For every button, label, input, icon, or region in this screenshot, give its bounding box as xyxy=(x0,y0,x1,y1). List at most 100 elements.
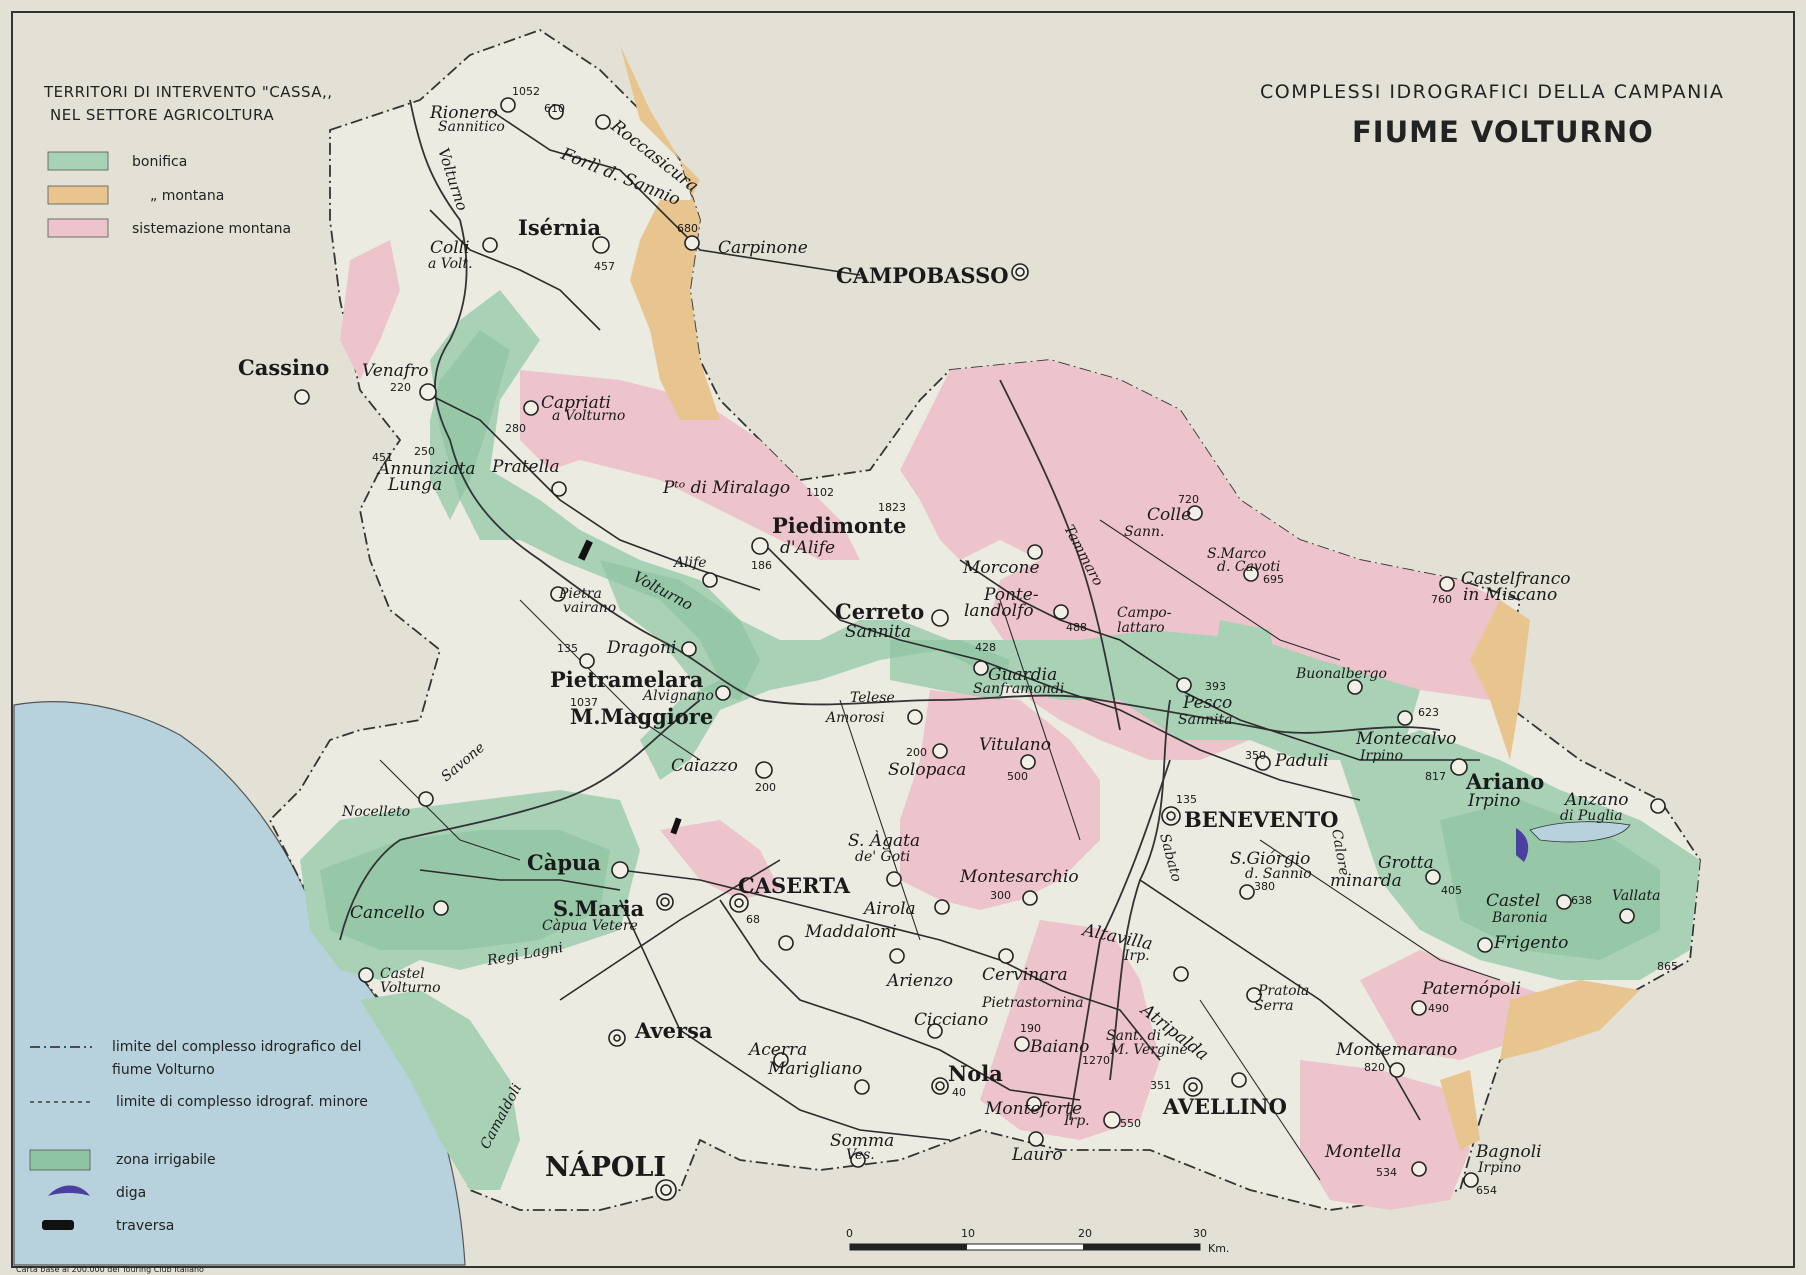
elevation: 457 xyxy=(594,260,615,273)
elevation: 500 xyxy=(1007,770,1028,783)
place-label: NÁPOLI xyxy=(545,1150,666,1183)
elevation: 1823 xyxy=(878,501,906,514)
place-label: d'Alife xyxy=(780,538,835,558)
place-label: a Volt. xyxy=(428,256,473,272)
zone-bonifica-montana xyxy=(620,45,720,420)
elevation: 623 xyxy=(1418,706,1439,719)
place-label: di Puglia xyxy=(1560,808,1623,824)
elevation: 1102 xyxy=(806,486,834,499)
legend-heading: NEL SETTORE AGRICOLTURA xyxy=(50,106,274,124)
place-label: Cerreto xyxy=(835,599,924,624)
elevation: 190 xyxy=(1020,1022,1041,1035)
zone-sistemazione-montana xyxy=(900,690,1100,910)
place-label: Paduli xyxy=(1274,751,1329,771)
volturno-river xyxy=(409,99,1441,734)
place-label: Morcone xyxy=(962,558,1040,578)
scale-tick: 20 xyxy=(1078,1227,1092,1240)
elevation: 1037 xyxy=(570,696,598,709)
place-label: S.Giórgio xyxy=(1230,849,1310,869)
elevation: 135 xyxy=(557,642,578,655)
place-label: Pᵗᵒ di Miralago xyxy=(662,478,790,498)
place-label: Buonalbergo xyxy=(1295,666,1387,682)
place-label: Baiano xyxy=(1029,1037,1089,1057)
zone-bonifica xyxy=(1210,620,1280,710)
zone-sistemazione-montana xyxy=(520,370,860,560)
place-label: Irpino xyxy=(1467,791,1520,811)
weir-symbol xyxy=(670,817,682,835)
place-label: Maddaloni xyxy=(804,922,897,942)
elevation-labels: 1052 610 680 457 220 280 451 250 1102 18… xyxy=(372,85,1678,1197)
elevation: 393 xyxy=(1205,680,1226,693)
elevation: 550 xyxy=(1120,1117,1141,1130)
place-label: Ariano xyxy=(1465,769,1544,794)
footer-credit: Carta base al 200.000 del Touring Club I… xyxy=(16,1265,204,1274)
place-label: Anzano xyxy=(1563,790,1629,810)
place-label: Pietramelara xyxy=(550,667,704,692)
place-label: Baronia xyxy=(1491,910,1548,926)
place-label: Monteforte xyxy=(984,1099,1082,1119)
place-label: Irp. xyxy=(1123,948,1150,964)
zone-bonifica-montana xyxy=(1440,1070,1480,1150)
place-label: Montella xyxy=(1324,1142,1402,1162)
elevation: 654 xyxy=(1476,1184,1497,1197)
place-label: lattaro xyxy=(1117,620,1165,636)
elevation: 300 xyxy=(990,889,1011,902)
elevation: 428 xyxy=(975,641,996,654)
place-label: Cassino xyxy=(238,355,329,380)
legend-label: diga xyxy=(116,1185,146,1201)
legend-label: „ montana xyxy=(150,188,224,204)
place-label: Cicciano xyxy=(914,1010,988,1030)
place-label: Volturno xyxy=(380,980,441,996)
place-label: Piedimonte xyxy=(772,513,906,538)
town-markers xyxy=(294,97,1666,1201)
weir-symbol xyxy=(578,539,593,561)
place-label: in Miscano xyxy=(1463,585,1557,605)
elevation: 40 xyxy=(952,1086,966,1099)
place-label: Castel xyxy=(1486,891,1540,911)
place-label: Sannita xyxy=(1178,712,1232,728)
elevation: 680 xyxy=(677,222,698,235)
elevation: 865 xyxy=(1657,960,1678,973)
tammaro-river xyxy=(999,379,1121,731)
place-label: CASERTA xyxy=(738,873,851,898)
elevation: 200 xyxy=(755,781,776,794)
place-label: Lauro xyxy=(1011,1145,1063,1165)
place-label: Colli xyxy=(430,238,470,258)
elevation: 488 xyxy=(1066,621,1087,634)
place-label: de' Goti xyxy=(855,849,910,865)
place-label: Aversa xyxy=(634,1018,713,1043)
elevation: 817 xyxy=(1425,770,1446,783)
weir-icon xyxy=(42,1220,74,1230)
place-label: Nocelleto xyxy=(341,804,410,820)
place-label: Guardia xyxy=(988,665,1057,685)
map-subtitle: FIUME VOLTURNO xyxy=(1352,115,1654,149)
place-label: Ves. xyxy=(846,1147,875,1163)
elevation: 186 xyxy=(751,559,772,572)
place-label: Lunga xyxy=(387,475,442,495)
place-label: d. Cavoti xyxy=(1217,559,1280,575)
place-label: Irp. xyxy=(1063,1113,1090,1129)
place-label: Cervinara xyxy=(982,965,1068,985)
place-label: M.Maggiore xyxy=(570,704,713,729)
elevation: 68 xyxy=(746,913,760,926)
place-label: S. Àgata xyxy=(848,830,920,851)
elevation: 220 xyxy=(390,381,411,394)
elevation: 820 xyxy=(1364,1061,1385,1074)
place-label: AVELLINO xyxy=(1162,1094,1287,1119)
place-label: Campo- xyxy=(1117,605,1172,621)
place-label: Pesco xyxy=(1182,693,1232,713)
place-label: Pietra xyxy=(558,586,602,602)
elevation: 350 xyxy=(1245,749,1266,762)
place-label: Serra xyxy=(1254,998,1294,1014)
zone-bonifica-montana xyxy=(1470,600,1530,760)
elevation: 610 xyxy=(544,102,565,115)
place-label: Pietrastornina xyxy=(981,995,1084,1011)
scale-tick: 10 xyxy=(961,1227,975,1240)
zone-sistemazione-montana xyxy=(1300,1060,1470,1210)
zone-irrigabile xyxy=(600,560,760,700)
zone-sistemazione-montana xyxy=(660,820,780,900)
elevation: 534 xyxy=(1376,1166,1397,1179)
place-label: S.Maria xyxy=(553,896,645,921)
place-label: Paternópoli xyxy=(1421,979,1521,999)
